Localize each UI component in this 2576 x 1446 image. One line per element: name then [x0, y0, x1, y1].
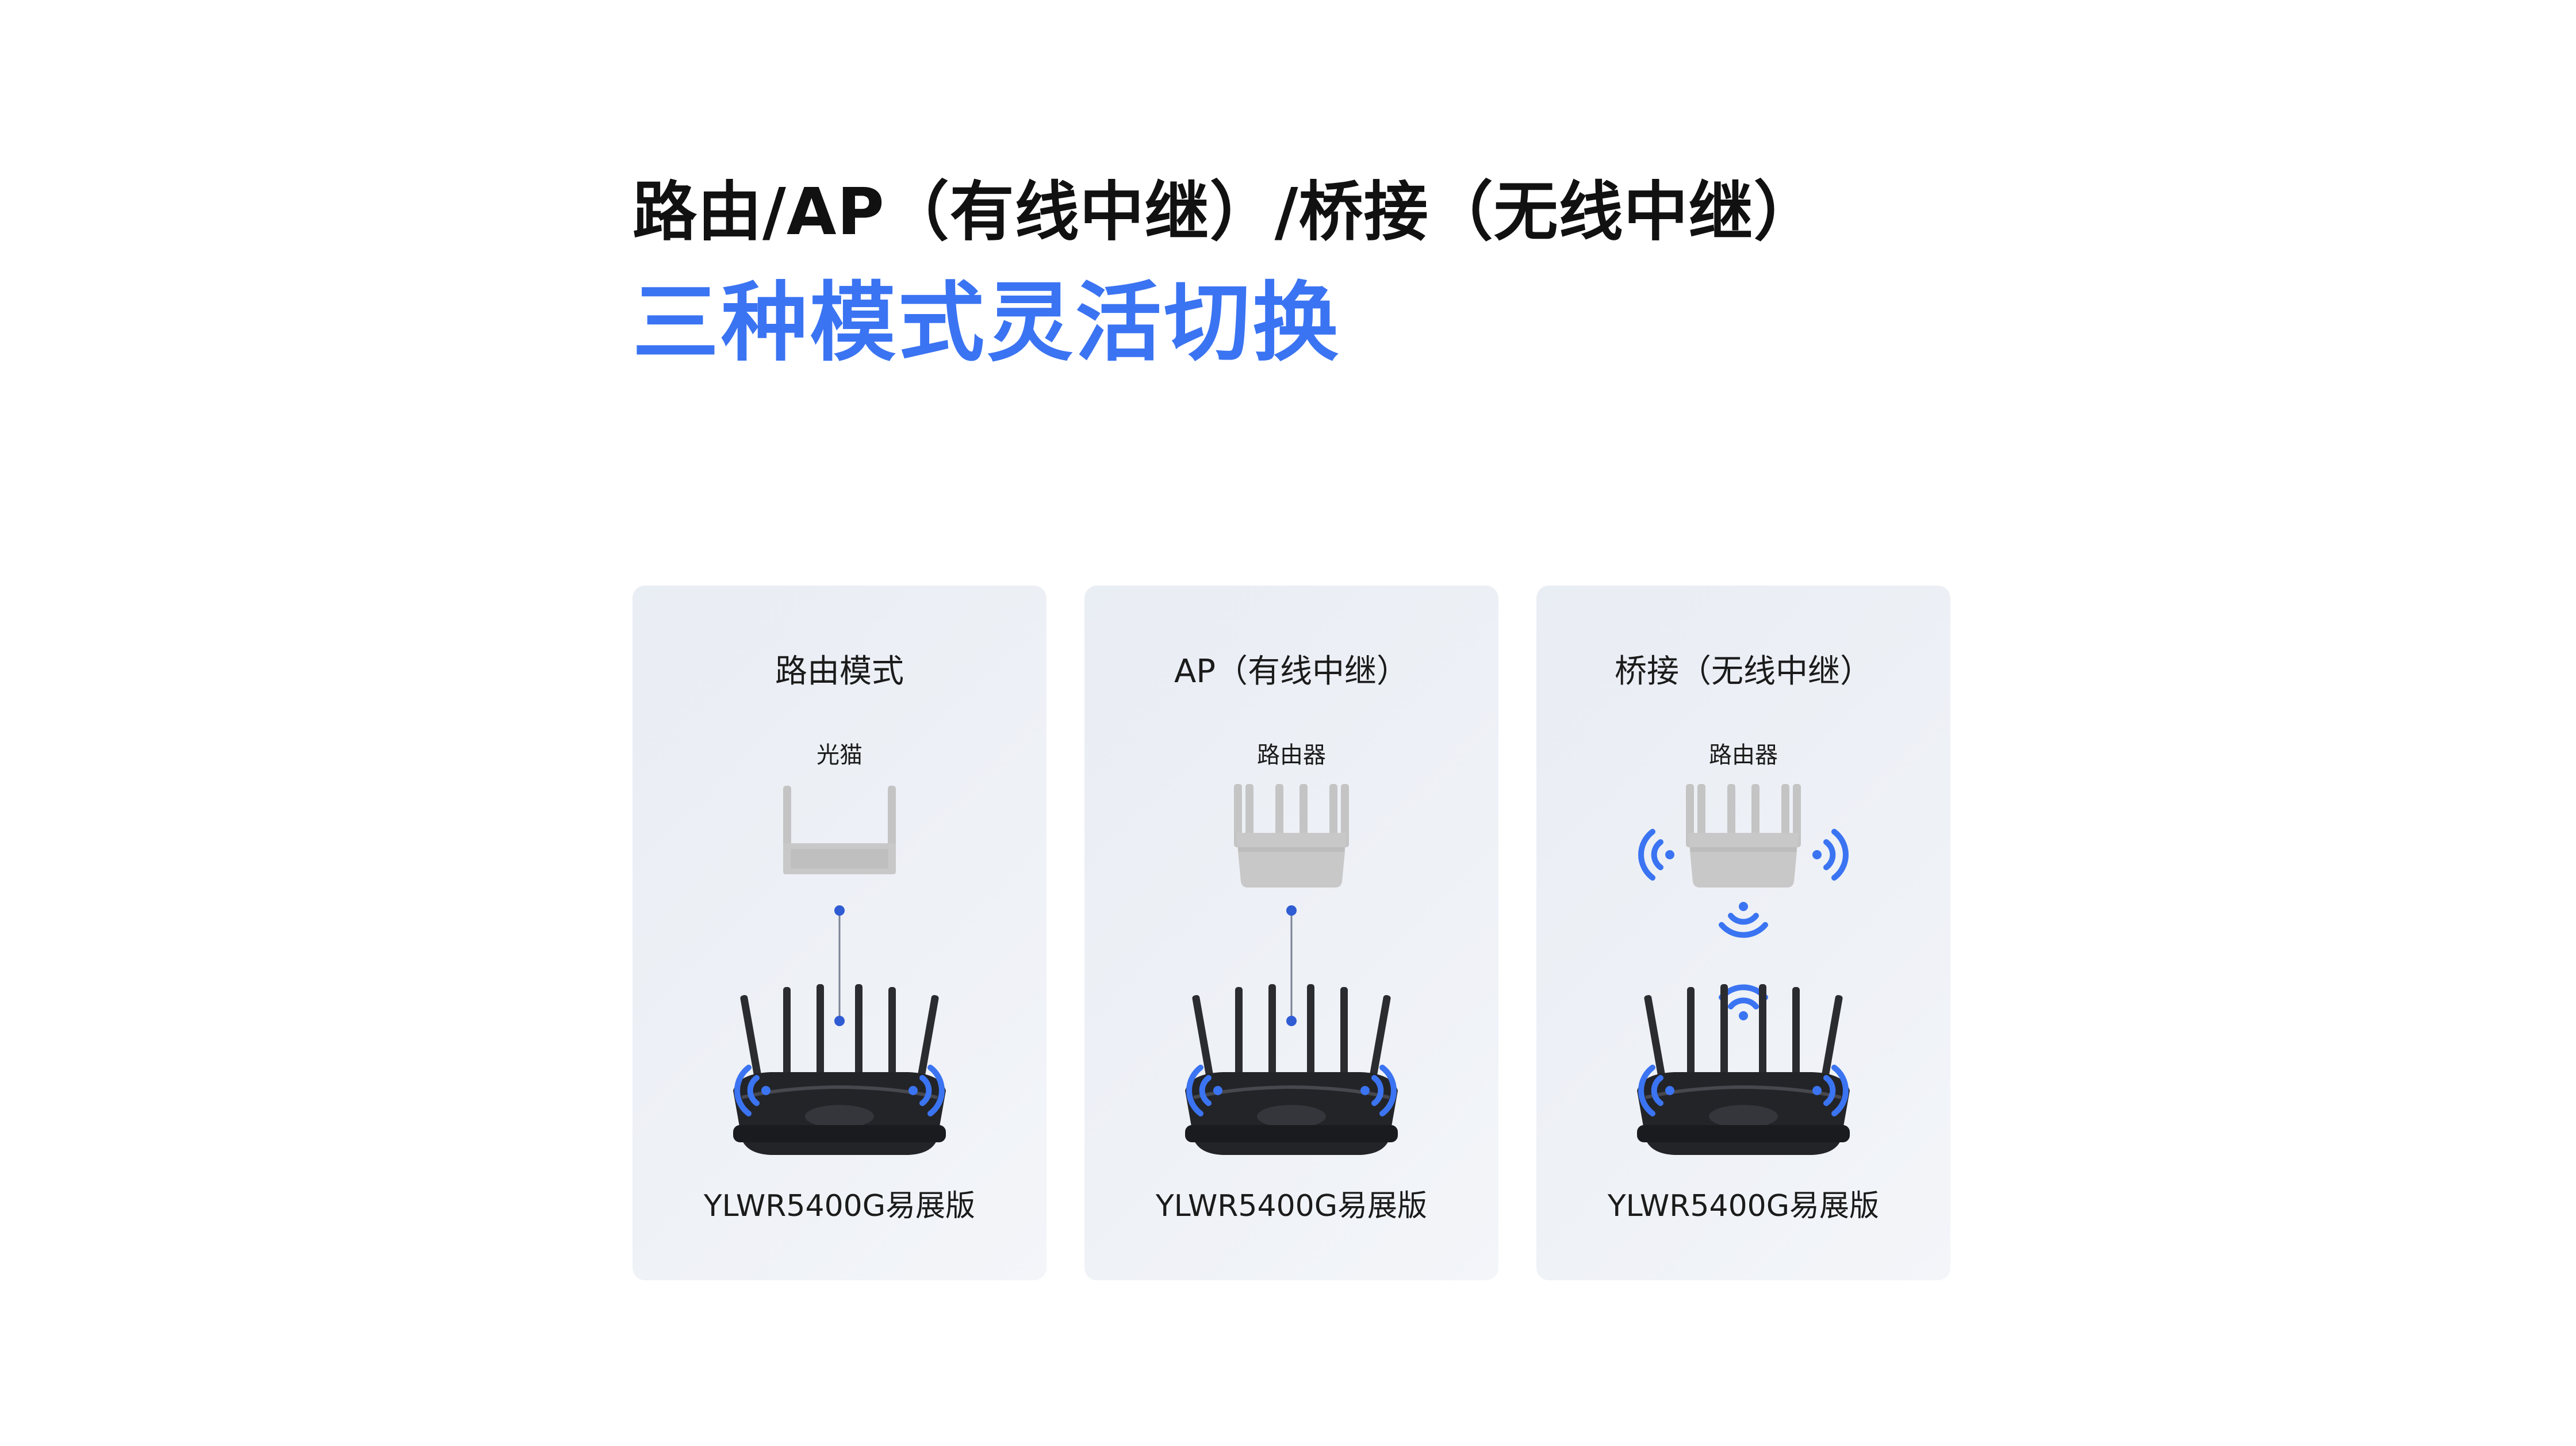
wired-link	[834, 905, 845, 1026]
upstream-label: 路由器	[1709, 742, 1778, 768]
wifi-down-icon	[1719, 902, 1768, 938]
device-label: YLWR5400G易展版	[1607, 1189, 1880, 1223]
mode-card-ap: AP（有线中继） 路由器 YLWR5400G易展版	[1084, 586, 1498, 1280]
mode-title: 路由模式	[775, 653, 904, 690]
router-icon	[1686, 784, 1801, 888]
mode-title: AP（有线中继）	[1174, 653, 1409, 690]
mode-diagram	[632, 786, 1046, 1280]
device-label: YLWR5400G易展版	[1155, 1189, 1428, 1223]
wifi-signal-icon	[1641, 832, 1674, 878]
mode-card-bridge: 桥接（无线中继） 路由器 YLWR5400G易展版	[1536, 586, 1950, 1280]
page-title: 路由/AP（有线中继）/桥接（无线中继）	[632, 175, 1819, 250]
wifi-up-icon	[1719, 984, 1768, 1020]
router-icon	[1234, 784, 1349, 888]
mode-diagram	[1084, 784, 1498, 1280]
mode-card-router: 路由模式 光猫 YLWR5400G易展版	[632, 586, 1046, 1280]
modem-icon	[783, 786, 896, 874]
mode-diagram	[1536, 784, 1950, 1280]
mode-title: 桥接（无线中继）	[1615, 653, 1872, 690]
wired-link	[1286, 905, 1297, 1026]
device-label: YLWR5400G易展版	[703, 1189, 976, 1223]
upstream-label: 路由器	[1257, 742, 1326, 768]
router-device-icon	[1637, 984, 1850, 1155]
wifi-signal-icon	[1812, 832, 1846, 878]
upstream-label: 光猫	[816, 742, 862, 768]
page-subtitle: 三种模式灵活切换	[632, 273, 1341, 373]
